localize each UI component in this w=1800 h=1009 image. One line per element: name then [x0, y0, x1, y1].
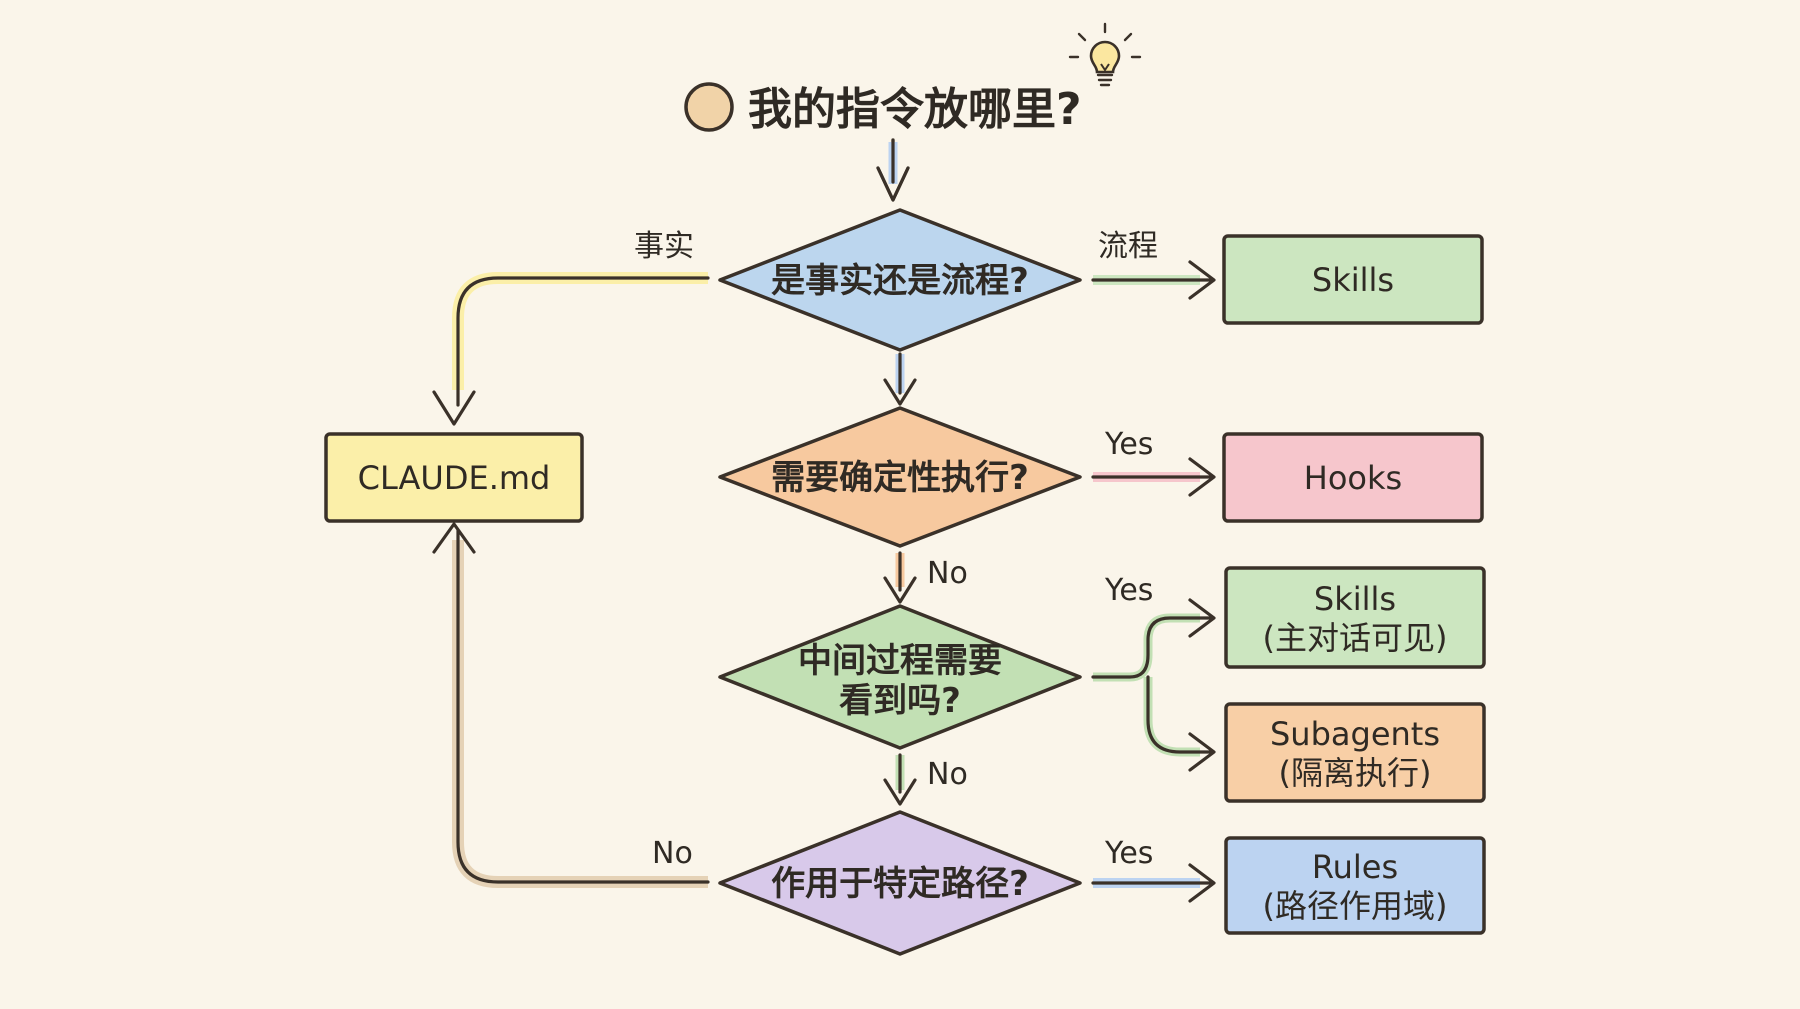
arrow-q1-to-q2 — [883, 352, 917, 406]
edge-label-yes-split: Yes — [1104, 573, 1153, 608]
edge-label-fact: 事实 — [634, 229, 694, 264]
connectors — [432, 138, 1216, 903]
decision-q4-label: 作用于特定路径? — [771, 864, 1029, 904]
arrow-process-to-skills — [1091, 260, 1216, 300]
arrow-yes-to-hooks — [1091, 457, 1216, 497]
page-title: 我的指令放哪里? — [748, 84, 1082, 135]
box-claude-md-label: CLAUDE.md — [358, 459, 551, 497]
box-subagents: Subagents (隔离执行) — [1224, 702, 1486, 803]
box-skills-visible: Skills (主对话可见) — [1224, 566, 1486, 669]
edge-label-no-2: No — [927, 757, 968, 792]
decision-q1-label: 是事实还是流程? — [771, 261, 1029, 301]
box-skills-top: Skills — [1222, 234, 1484, 325]
box-hooks-label: Hooks — [1304, 459, 1402, 497]
decision-q1: 是事实还是流程? — [718, 208, 1082, 352]
decision-q2-label: 需要确定性执行? — [771, 458, 1029, 498]
edge-label-no-1: No — [927, 556, 968, 591]
arrow-q2-to-q3 — [883, 551, 917, 604]
decision-q2: 需要确定性执行? — [718, 406, 1082, 548]
box-rules-line1: Rules — [1312, 848, 1398, 886]
arrow-yes-to-rules — [1091, 863, 1216, 903]
box-skills-top-label: Skills — [1312, 261, 1394, 299]
decision-q4: 作用于特定路径? — [718, 810, 1082, 956]
arrow-q3-to-q4 — [883, 753, 917, 806]
edge-label-process: 流程 — [1098, 229, 1158, 264]
box-subagents-line1: Subagents — [1270, 715, 1440, 753]
edge-label-yes-hooks: Yes — [1104, 427, 1153, 462]
box-claude-md: CLAUDE.md — [324, 432, 584, 523]
box-rules-line2: (路径作用域) — [1263, 887, 1448, 925]
title-group: 我的指令放哪里? — [684, 22, 1142, 135]
box-rules: Rules (路径作用域) — [1224, 836, 1486, 935]
box-skills-visible-line2: (主对话可见) — [1263, 619, 1448, 657]
decision-q3: 中间过程需要 看到吗? — [718, 604, 1082, 750]
arrow-no-to-claude — [432, 522, 710, 884]
decision-q3-label-line1: 中间过程需要 — [798, 641, 1002, 681]
box-skills-visible-line1: Skills — [1314, 580, 1396, 618]
edge-label-no-claude: No — [652, 836, 693, 871]
edge-labels: 事实 流程 Yes No Yes No No Yes — [634, 229, 1158, 871]
decision-q3-label-line2: 看到吗? — [839, 681, 961, 721]
box-subagents-line2: (隔离执行) — [1279, 754, 1432, 792]
circle-icon — [684, 82, 734, 132]
arrow-yes-split — [1091, 598, 1216, 772]
lightbulb-icon — [1068, 22, 1142, 87]
box-hooks: Hooks — [1222, 432, 1484, 523]
edge-label-yes-rules: Yes — [1104, 836, 1153, 871]
arrow-fact-to-claude — [432, 276, 710, 426]
